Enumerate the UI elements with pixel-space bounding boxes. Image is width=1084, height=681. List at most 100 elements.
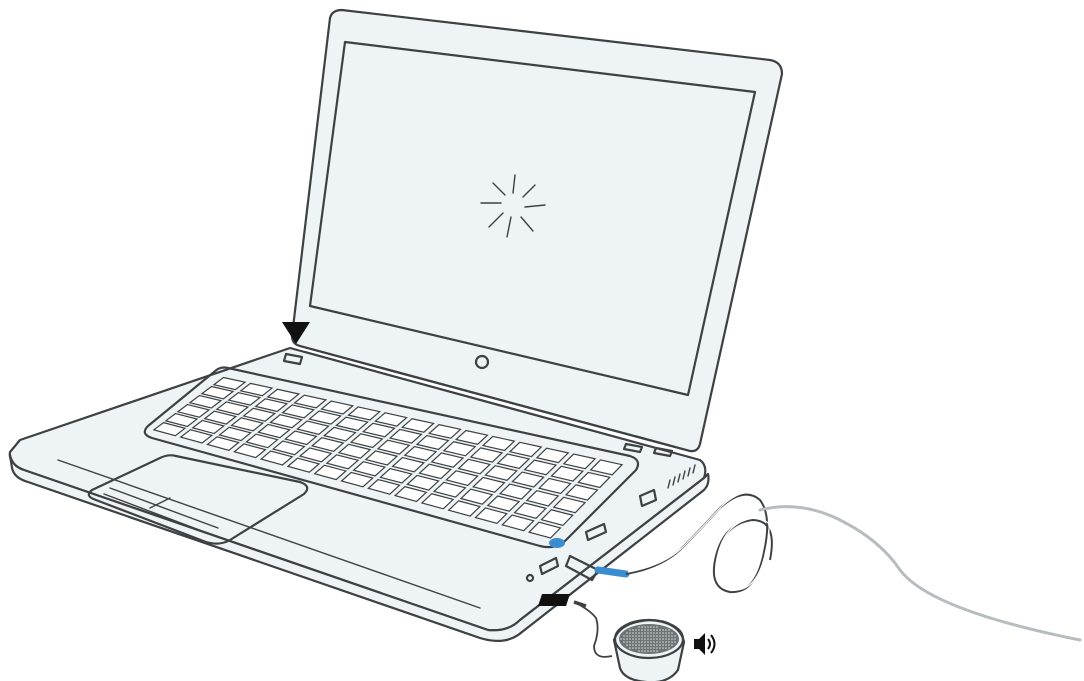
- grille-hole: [650, 644, 652, 646]
- grille-hole: [656, 632, 658, 634]
- grille-hole: [665, 629, 667, 631]
- grille-hole: [638, 638, 640, 640]
- grille-hole: [662, 641, 664, 643]
- grille-hole: [656, 626, 658, 628]
- grille-hole: [656, 644, 658, 646]
- grille-hole: [674, 638, 676, 640]
- grille-hole: [674, 635, 676, 637]
- grille-hole: [665, 635, 667, 637]
- grille-hole: [665, 647, 667, 649]
- grille-hole: [644, 626, 646, 628]
- grille-hole: [641, 638, 643, 640]
- grille-hole: [641, 641, 643, 643]
- grille-hole: [653, 626, 655, 628]
- grille-hole: [665, 644, 667, 646]
- grille-hole: [641, 629, 643, 631]
- grille-hole: [665, 632, 667, 634]
- grille-hole: [668, 644, 670, 646]
- grille-hole: [653, 650, 655, 652]
- grille-hole: [653, 632, 655, 634]
- grille-hole: [629, 635, 631, 637]
- grille-hole: [653, 644, 655, 646]
- power-indicator-light: [549, 538, 565, 548]
- grille-hole: [656, 641, 658, 643]
- grille-hole: [650, 632, 652, 634]
- grille-hole: [632, 641, 634, 643]
- grille-hole: [650, 626, 652, 628]
- grille-hole: [674, 641, 676, 643]
- grille-hole: [668, 647, 670, 649]
- grille-hole: [638, 647, 640, 649]
- grille-hole: [626, 632, 628, 634]
- grille-hole: [632, 644, 634, 646]
- indicator-arrow-speaker-icon: [538, 594, 570, 606]
- grille-hole: [632, 635, 634, 637]
- grille-hole: [671, 641, 673, 643]
- grille-hole: [647, 638, 649, 640]
- grille-hole: [623, 635, 625, 637]
- grille-hole: [632, 647, 634, 649]
- grille-hole: [635, 629, 637, 631]
- grille-hole: [632, 638, 634, 640]
- grille-hole: [662, 638, 664, 640]
- grille-hole: [671, 638, 673, 640]
- grille-hole: [632, 629, 634, 631]
- grille-hole: [644, 641, 646, 643]
- grille-hole: [659, 647, 661, 649]
- grille-hole: [656, 638, 658, 640]
- grille-hole: [644, 638, 646, 640]
- grille-hole: [647, 626, 649, 628]
- grille-hole: [647, 650, 649, 652]
- grille-hole: [635, 632, 637, 634]
- grille-hole: [662, 647, 664, 649]
- grille-hole: [650, 629, 652, 631]
- grille-hole: [668, 632, 670, 634]
- grille-hole: [644, 644, 646, 646]
- grille-hole: [650, 650, 652, 652]
- grille-hole: [653, 647, 655, 649]
- grille-hole: [644, 629, 646, 631]
- grille-hole: [647, 629, 649, 631]
- grille-hole: [626, 638, 628, 640]
- grille-hole: [641, 632, 643, 634]
- grille-hole: [656, 650, 658, 652]
- grille-hole: [638, 644, 640, 646]
- grille-hole: [626, 644, 628, 646]
- grille-hole: [647, 632, 649, 634]
- grille-hole: [641, 647, 643, 649]
- grille-hole: [650, 638, 652, 640]
- grille-hole: [653, 629, 655, 631]
- grille-hole: [665, 638, 667, 640]
- grille-hole: [662, 629, 664, 631]
- grille-hole: [650, 635, 652, 637]
- grille-hole: [641, 650, 643, 652]
- grille-hole: [668, 641, 670, 643]
- grille-hole: [620, 638, 622, 640]
- grille-hole: [638, 650, 640, 652]
- grille-hole: [668, 638, 670, 640]
- speaker-cable: [574, 602, 612, 657]
- grille-hole: [644, 635, 646, 637]
- grille-hole: [662, 632, 664, 634]
- grille-hole: [629, 638, 631, 640]
- grille-hole: [659, 635, 661, 637]
- speaker: [614, 620, 684, 681]
- grille-hole: [635, 647, 637, 649]
- grille-hole: [638, 629, 640, 631]
- grille-hole: [629, 629, 631, 631]
- grille-hole: [638, 632, 640, 634]
- grille-hole: [635, 638, 637, 640]
- grille-hole: [650, 647, 652, 649]
- grille-hole: [632, 632, 634, 634]
- grille-hole: [635, 644, 637, 646]
- grille-hole: [629, 647, 631, 649]
- grille-hole: [656, 635, 658, 637]
- grille-hole: [626, 635, 628, 637]
- grille-hole: [653, 641, 655, 643]
- grille-hole: [623, 638, 625, 640]
- grille-hole: [665, 641, 667, 643]
- grille-hole: [671, 632, 673, 634]
- grille-hole: [629, 632, 631, 634]
- grille-hole: [644, 632, 646, 634]
